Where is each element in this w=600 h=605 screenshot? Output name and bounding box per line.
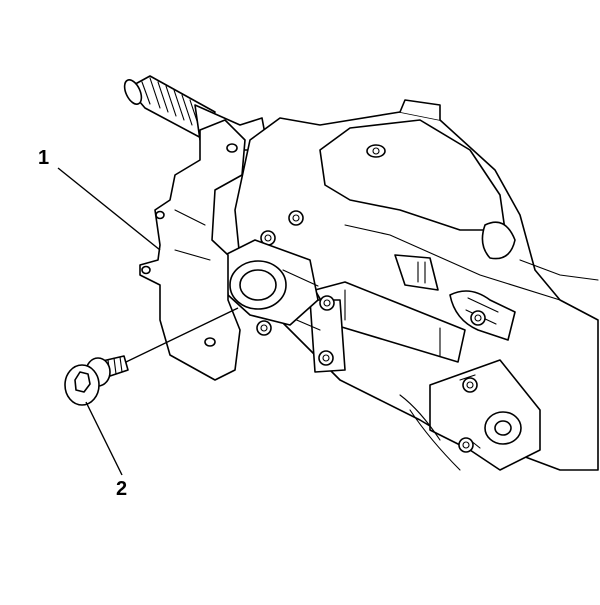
tilt-pivot [399,359,541,471]
housing-bolts [256,210,486,453]
bolt [64,355,129,406]
bolt-axis-line [125,307,239,363]
splined-shaft [123,75,269,151]
bracket [139,119,246,381]
callout-1-leader [57,167,161,251]
mounting-plate [224,239,319,326]
callout-2-leader [85,401,123,476]
callout-2-label: 2 [116,478,128,500]
callout-1-label: 1 [38,147,50,169]
